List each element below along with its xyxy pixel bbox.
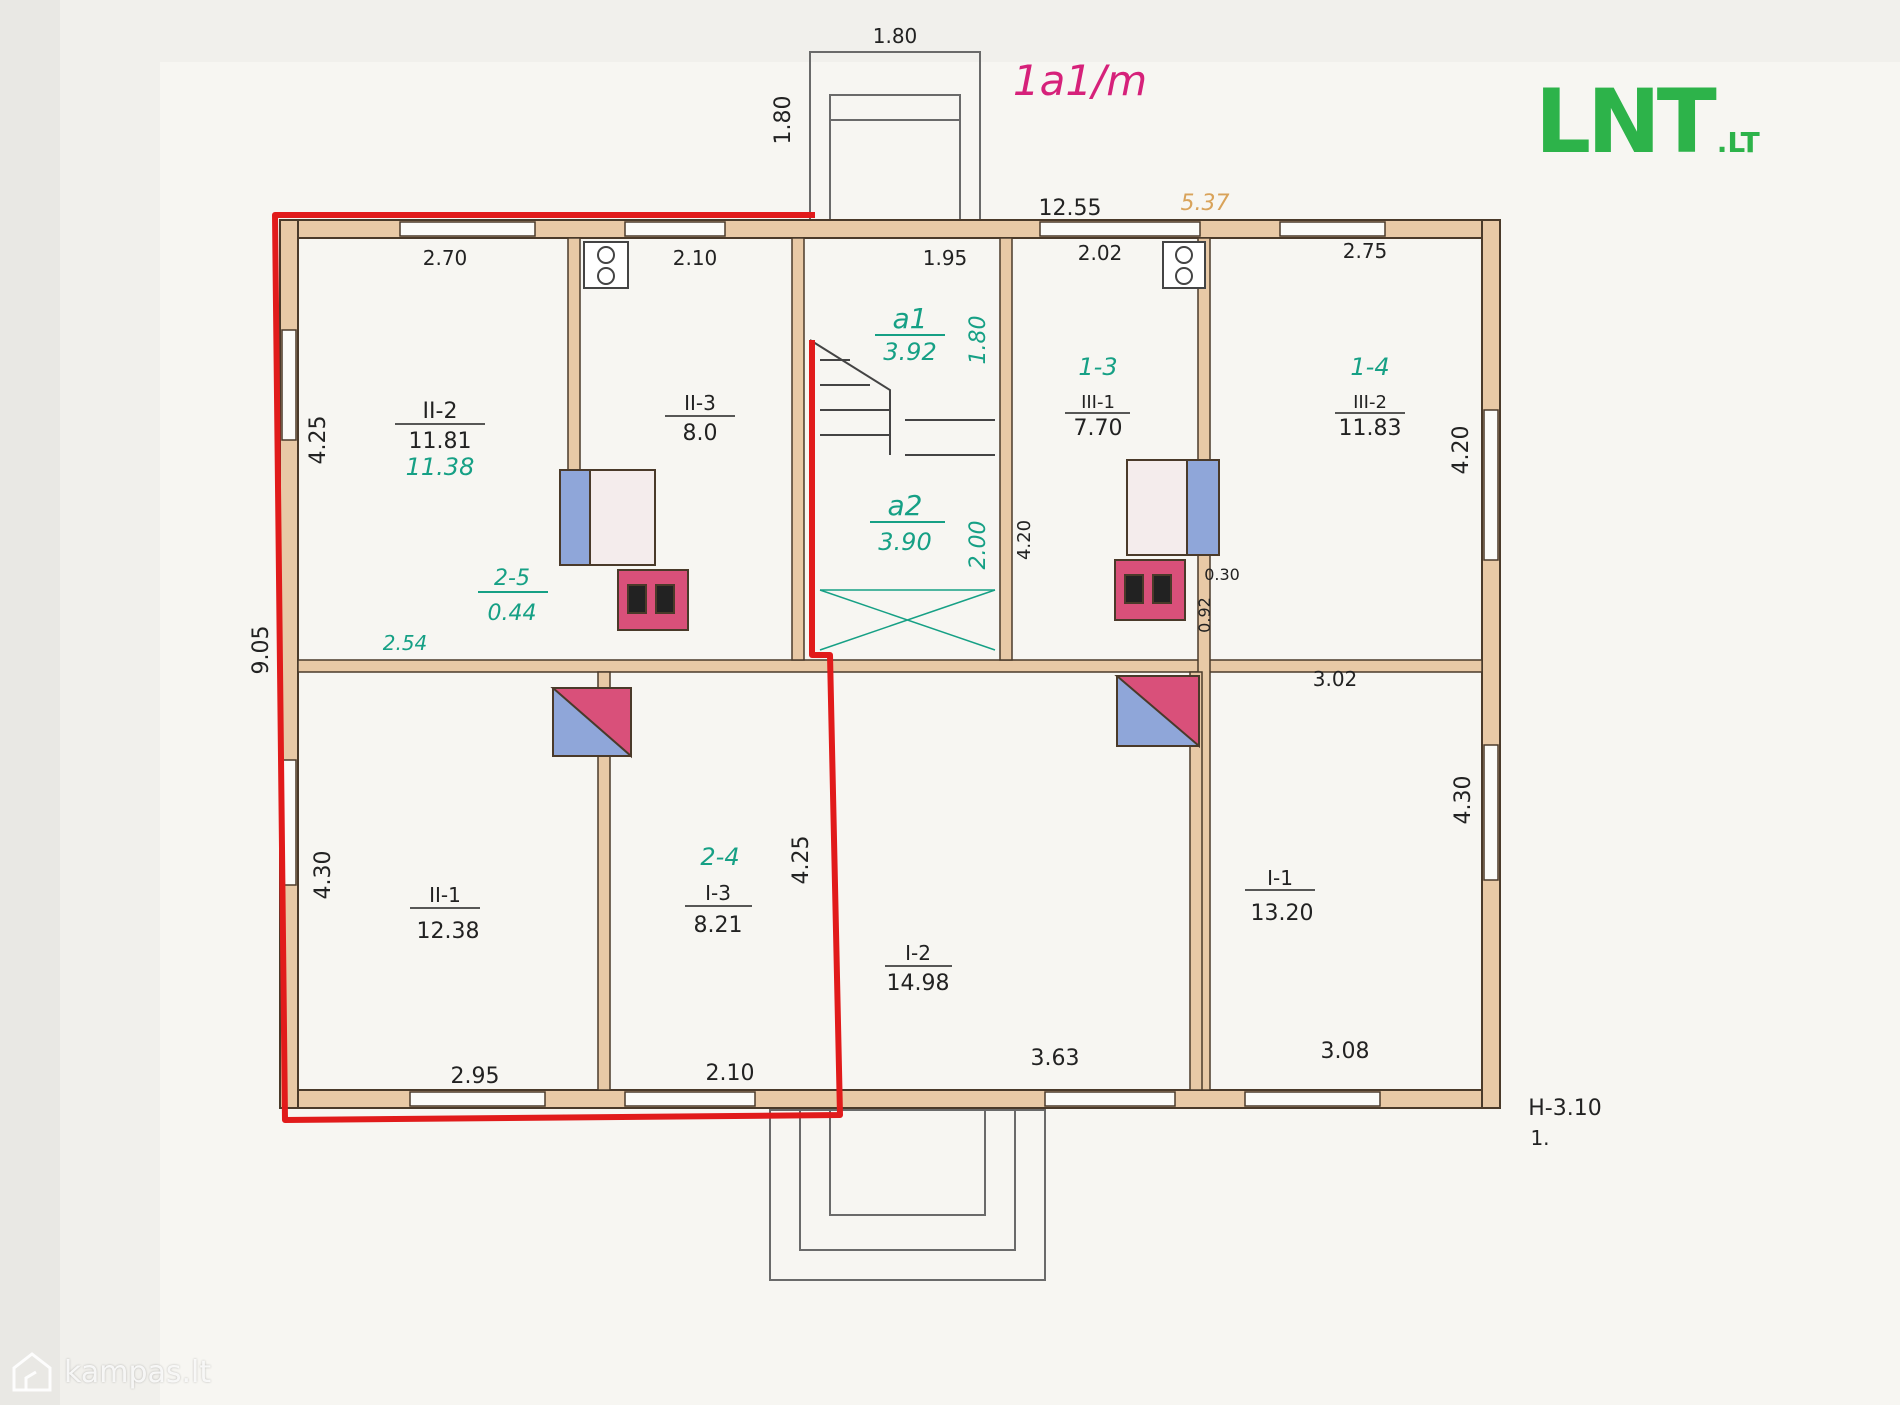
svg-text:13.20: 13.20 <box>1251 901 1314 926</box>
svg-text:3.92: 3.92 <box>883 338 936 366</box>
lnt-logo-suffix: .LT <box>1716 126 1760 159</box>
svg-text:3.02: 3.02 <box>1313 667 1358 691</box>
svg-text:2-5: 2-5 <box>494 566 530 591</box>
svg-text:8.0: 8.0 <box>683 421 718 446</box>
svg-text:I-2: I-2 <box>905 941 931 965</box>
chimney-left <box>550 687 632 759</box>
sink-right <box>1162 241 1206 289</box>
svg-text:III-1: III-1 <box>1081 392 1115 413</box>
svg-text:0.92: 0.92 <box>1195 597 1214 633</box>
svg-text:2.54: 2.54 <box>383 631 428 655</box>
annotations: 1a1/m H-3.10 1. <box>1013 56 1602 1150</box>
svg-text:II-3: II-3 <box>684 391 716 415</box>
lnt-logo-brand: LNT <box>1535 70 1717 173</box>
svg-text:14.98: 14.98 <box>887 971 950 996</box>
svg-text:0.44: 0.44 <box>488 601 537 626</box>
kampas-watermark: kampas.lt <box>10 1350 211 1394</box>
room-label-III-2: 1-4 III-2 11.83 2.75 4.20 <box>1335 239 1474 474</box>
svg-text:III-2: III-2 <box>1353 392 1387 413</box>
lnt-logo: LNT.LT <box>1535 78 1760 166</box>
svg-text:7.70: 7.70 <box>1074 416 1123 441</box>
svg-text:1.80: 1.80 <box>771 96 796 145</box>
room-label-I-3: 2-4 I-3 8.21 2.10 4.25 <box>685 836 814 1086</box>
kampas-watermark-text: kampas.lt <box>64 1354 212 1390</box>
svg-text:4.30: 4.30 <box>1451 776 1476 825</box>
svg-text:2.02: 2.02 <box>1078 241 1123 265</box>
svg-text:I-1: I-1 <box>1267 866 1293 890</box>
svg-text:3.63: 3.63 <box>1031 1046 1080 1071</box>
svg-text:4.20: 4.20 <box>1014 520 1035 560</box>
room-label-a1: a1 3.92 1.95 1.80 <box>875 246 991 366</box>
svg-text:a1: a1 <box>893 302 928 335</box>
paper-edge <box>0 0 60 1405</box>
svg-text:5.37: 5.37 <box>1181 191 1230 216</box>
svg-text:II-2: II-2 <box>423 399 458 424</box>
svg-text:0.30: 0.30 <box>1204 565 1240 584</box>
stove-dimensions: 0.30 0.92 <box>1195 565 1240 633</box>
front-porch <box>769 1109 1046 1281</box>
svg-text:8.21: 8.21 <box>694 913 743 938</box>
staircase <box>809 339 995 456</box>
unit-highlight-outline <box>272 212 843 1123</box>
svg-text:3.08: 3.08 <box>1321 1039 1370 1064</box>
svg-text:1-3: 1-3 <box>1078 353 1117 381</box>
svg-text:1.80: 1.80 <box>873 24 918 48</box>
interior-walls <box>297 237 1483 1091</box>
svg-text:a2: a2 <box>888 489 923 522</box>
room-label-a2: a2 3.90 2.00 <box>870 489 991 569</box>
svg-text:11.83: 11.83 <box>1339 416 1402 441</box>
svg-text:H-3.10: H-3.10 <box>1528 1096 1601 1121</box>
svg-text:9.05: 9.05 <box>249 626 274 675</box>
room-label-2-5: 2-5 0.44 2.54 <box>383 566 548 655</box>
svg-text:3.90: 3.90 <box>878 528 931 556</box>
svg-text:2-4: 2-4 <box>700 843 739 871</box>
svg-text:4.20: 4.20 <box>1449 426 1474 475</box>
house-icon <box>12 1352 52 1392</box>
svg-text:I-3: I-3 <box>705 881 731 905</box>
stove-right <box>1114 459 1220 621</box>
svg-text:12.38: 12.38 <box>417 919 480 944</box>
svg-text:4.30: 4.30 <box>311 851 336 900</box>
room-label-II-3: II-3 8.0 2.10 <box>665 246 735 446</box>
svg-text:11.38: 11.38 <box>406 453 475 481</box>
svg-text:4.25: 4.25 <box>789 836 814 885</box>
svg-text:2.00: 2.00 <box>966 521 991 570</box>
svg-text:1.80: 1.80 <box>966 316 991 365</box>
paper-sheet <box>160 62 1900 1405</box>
sink-left <box>583 241 629 289</box>
svg-text:4.25: 4.25 <box>306 416 331 465</box>
overall-dimensions: 12.55 5.37 9.05 1.80 1.80 <box>249 24 1229 674</box>
svg-text:II-1: II-1 <box>429 883 461 907</box>
svg-text:1a1/m: 1a1/m <box>1013 56 1147 105</box>
svg-text:2.95: 2.95 <box>451 1064 500 1089</box>
room-label-III-1: 1-3 III-1 7.70 2.02 4.20 <box>1014 241 1130 560</box>
room-label-II-2: II-2 11.81 11.38 2.70 4.25 <box>306 246 485 481</box>
svg-text:2.70: 2.70 <box>423 246 468 270</box>
room-label-I-2: I-2 14.98 3.63 <box>885 941 1079 1071</box>
stove-left <box>559 469 689 631</box>
room-label-II-1: II-1 12.38 2.95 4.30 <box>311 851 499 1089</box>
windows <box>281 221 1499 1107</box>
svg-text:1.95: 1.95 <box>923 246 968 270</box>
svg-text:12.55: 12.55 <box>1039 196 1102 221</box>
svg-text:2.10: 2.10 <box>673 246 718 270</box>
svg-text:1-4: 1-4 <box>1350 353 1389 381</box>
chimney-right <box>1114 675 1200 749</box>
storage-cross <box>819 589 996 651</box>
svg-text:11.81: 11.81 <box>409 429 472 454</box>
svg-text:2.75: 2.75 <box>1343 239 1388 263</box>
svg-text:2.10: 2.10 <box>706 1061 755 1086</box>
svg-text:1.: 1. <box>1530 1126 1549 1150</box>
room-label-I-1: I-1 13.20 3.02 3.08 4.30 <box>1245 667 1476 1064</box>
